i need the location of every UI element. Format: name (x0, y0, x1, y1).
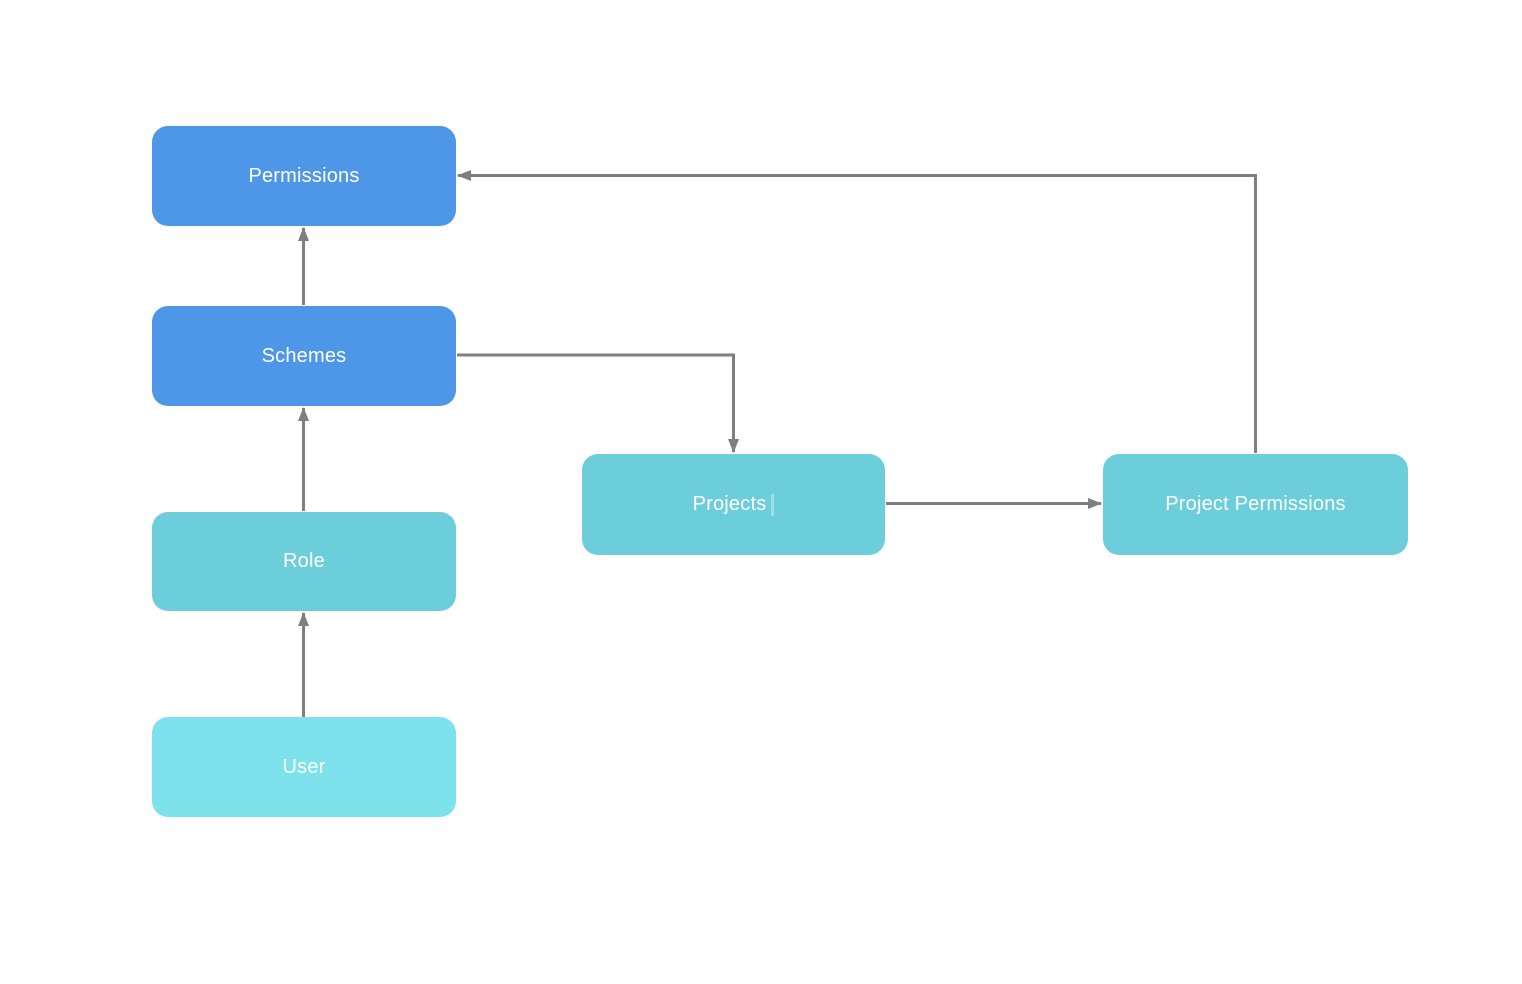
node-role[interactable]: Role (152, 512, 456, 611)
node-permissions[interactable]: Permissions (152, 126, 456, 226)
edge-schemes-to-projects (457, 353, 739, 453)
node-projects[interactable]: Projects (582, 454, 885, 555)
node-project-permissions[interactable]: Project Permissions (1103, 454, 1408, 555)
node-role-label: Role (283, 550, 325, 572)
node-user[interactable]: User (152, 717, 456, 817)
node-schemes[interactable]: Schemes (152, 306, 456, 406)
node-permissions-label: Permissions (248, 164, 360, 187)
edge-project-permissions-to-permissions (457, 170, 1257, 453)
text-cursor-artifact (771, 493, 775, 516)
node-project-permissions-label: Project Permissions (1165, 493, 1346, 515)
node-user-label: User (282, 755, 326, 778)
node-schemes-label: Schemes (261, 344, 347, 367)
node-projects-label: Projects (692, 493, 767, 515)
